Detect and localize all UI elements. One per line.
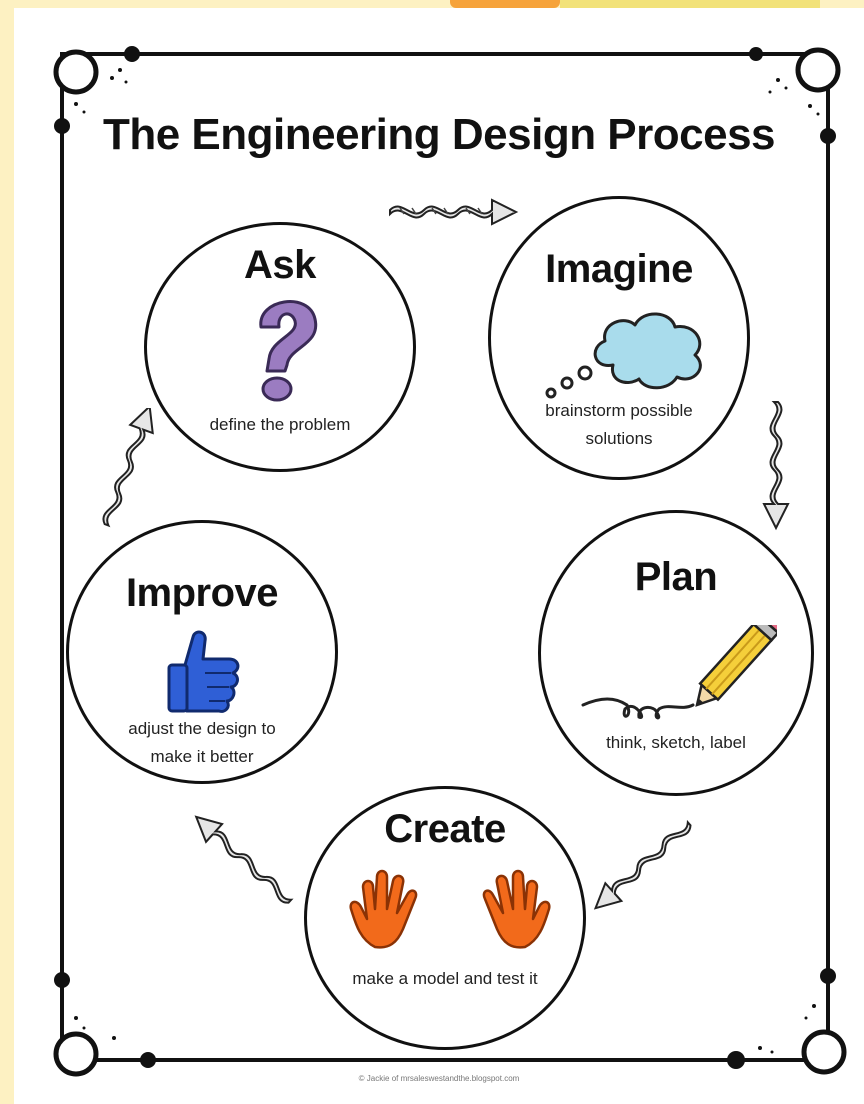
step-imagine: Imagine brainstorm possible solutions	[488, 196, 750, 480]
step-improve: Improve adjust the design to make it bet…	[66, 520, 338, 784]
top-accent-yellow	[560, 0, 820, 8]
hands-icon	[349, 869, 551, 949]
question-mark-icon	[259, 300, 318, 402]
step-desc-plan: think, sketch, label	[606, 733, 746, 752]
thought-cloud-icon	[545, 312, 702, 399]
squiggle-arrow-icon	[389, 198, 519, 226]
step-title-create: Create	[384, 807, 506, 851]
pencil-icon	[581, 625, 777, 720]
squiggle-arrow-icon	[762, 401, 790, 531]
step-title-plan: Plan	[634, 555, 718, 599]
squiggle-arrow-icon	[102, 408, 154, 528]
squiggle-arrow-icon	[194, 815, 294, 904]
top-accent	[450, 0, 560, 8]
footer-credit: © Jackie of mrsaleswestandthe.blogspot.c…	[358, 1074, 520, 1083]
step-desc-ask: define the problem	[209, 415, 351, 434]
step-title-imagine: Imagine	[545, 247, 693, 291]
step-desc-improve: adjust the design to make it better	[128, 719, 276, 766]
step-desc-imagine: brainstorm possible solutions	[545, 401, 693, 448]
page-title: The Engineering Design Process	[102, 110, 776, 159]
squiggle-arrow-icon	[593, 819, 692, 910]
poster: The Engineering Design Process Ask defin…	[14, 8, 864, 1104]
thumbs-up-icon	[167, 630, 240, 713]
step-title-ask: Ask	[244, 243, 316, 287]
step-desc-create: make a model and test it	[352, 969, 538, 988]
step-ask: Ask define the problem	[144, 222, 416, 472]
step-create: Create make a model and test it	[304, 786, 586, 1050]
poster-frame	[53, 46, 847, 1077]
step-title-improve: Improve	[125, 571, 279, 615]
step-plan: Plan think, sketch, label	[538, 510, 814, 796]
